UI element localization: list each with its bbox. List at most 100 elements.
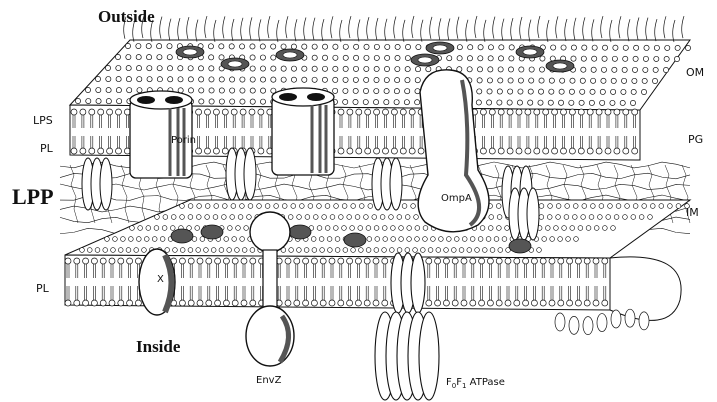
lipid-head — [569, 148, 575, 154]
lipid-head — [303, 300, 309, 306]
lipid-head — [389, 215, 394, 220]
lipid-head — [384, 88, 389, 93]
lps-chain — [565, 19, 567, 41]
lipid-head — [188, 300, 194, 306]
lipid-head — [222, 148, 228, 154]
envz-label: EnvZ — [256, 376, 281, 386]
lipid-head — [496, 300, 502, 306]
lipid-head — [232, 237, 237, 242]
lipid-head — [633, 56, 638, 61]
lipid-head — [652, 78, 657, 83]
lipid-head — [570, 78, 575, 83]
lipid-head — [355, 215, 360, 220]
lipid-head — [372, 215, 377, 220]
lipid-head — [561, 148, 567, 154]
lipid-head — [65, 258, 71, 264]
lipid-head — [147, 77, 152, 82]
lipoprotein-helix — [527, 188, 539, 240]
lipid-head — [282, 204, 287, 209]
lipid-head — [573, 204, 578, 209]
lipid-head — [100, 300, 106, 306]
lipid-head — [188, 248, 193, 253]
lipid-head — [394, 100, 399, 105]
lipid-head — [509, 45, 514, 50]
lipid-head — [312, 55, 317, 60]
lipid-head — [250, 55, 255, 60]
lipid-head — [614, 109, 620, 115]
lipid-head — [431, 237, 436, 242]
lipid-head — [405, 248, 410, 253]
lipid-head — [685, 45, 690, 50]
lipid-head — [508, 78, 513, 83]
lipid-head — [528, 100, 533, 105]
lipid-head — [311, 258, 317, 264]
lipid-head — [385, 55, 390, 60]
lipid-head — [384, 66, 389, 71]
lipid-head — [569, 109, 575, 115]
lipid-head — [409, 148, 415, 154]
lipid-head — [558, 100, 563, 105]
lipid-head — [507, 100, 512, 105]
lipid-head — [487, 300, 493, 306]
lipoprotein-helix — [390, 158, 402, 210]
lps-chain — [655, 19, 657, 41]
lipid-head — [98, 148, 104, 154]
lipid-head — [613, 45, 618, 50]
lipid-head — [107, 109, 113, 115]
lipid-head — [294, 300, 300, 306]
lipid-head — [415, 100, 420, 105]
lipid-head — [236, 226, 241, 231]
lipid-head — [574, 237, 579, 242]
lipid-head — [488, 226, 493, 231]
lipid-head — [338, 300, 344, 306]
lipid-head — [222, 109, 228, 115]
lipid-head — [488, 45, 493, 50]
lipid-head — [593, 258, 599, 264]
lipid-head — [196, 248, 201, 253]
lipid-head — [497, 215, 502, 220]
lipid-head — [135, 300, 141, 306]
lipid-head — [405, 78, 410, 83]
lipid-head — [230, 99, 235, 104]
lipid-head — [505, 258, 511, 264]
lipid-head — [364, 55, 369, 60]
lipid-head — [565, 204, 570, 209]
lipid-head — [178, 77, 183, 82]
lipid-head — [343, 88, 348, 93]
lipid-head — [567, 300, 573, 306]
lipid-head — [518, 89, 523, 94]
lps-chain — [394, 17, 396, 39]
lipid-head — [135, 258, 141, 264]
lipid-head — [592, 45, 597, 50]
lipid-head — [602, 56, 607, 61]
lipid-head — [405, 66, 410, 71]
lipid-head — [157, 77, 162, 82]
lipid-head — [581, 56, 586, 61]
lipid-head — [308, 204, 313, 209]
lps-chain — [664, 16, 666, 38]
porin-pore-inner — [433, 45, 447, 51]
lipid-head — [240, 237, 245, 242]
lipid-head — [137, 88, 142, 93]
lipid-head — [136, 43, 141, 48]
lipid-head — [539, 215, 544, 220]
lipid-head — [382, 248, 387, 253]
lipid-head — [365, 148, 371, 154]
lipid-head — [180, 204, 185, 209]
lipid-head — [285, 300, 291, 306]
lipid-head — [347, 300, 353, 306]
lipid-head — [364, 44, 369, 49]
lps-chain — [466, 20, 468, 42]
lipid-head — [333, 66, 338, 71]
lipid-head — [592, 56, 597, 61]
lipid-head — [311, 237, 316, 242]
inside-label: Inside — [136, 338, 180, 355]
lipid-head — [549, 300, 555, 306]
lipid-head — [134, 248, 139, 253]
lps-chain — [286, 16, 288, 38]
lps-chain — [178, 18, 180, 40]
lipid-head — [373, 258, 379, 264]
porin-trimer-channel — [137, 96, 155, 104]
lipid-head — [363, 88, 368, 93]
